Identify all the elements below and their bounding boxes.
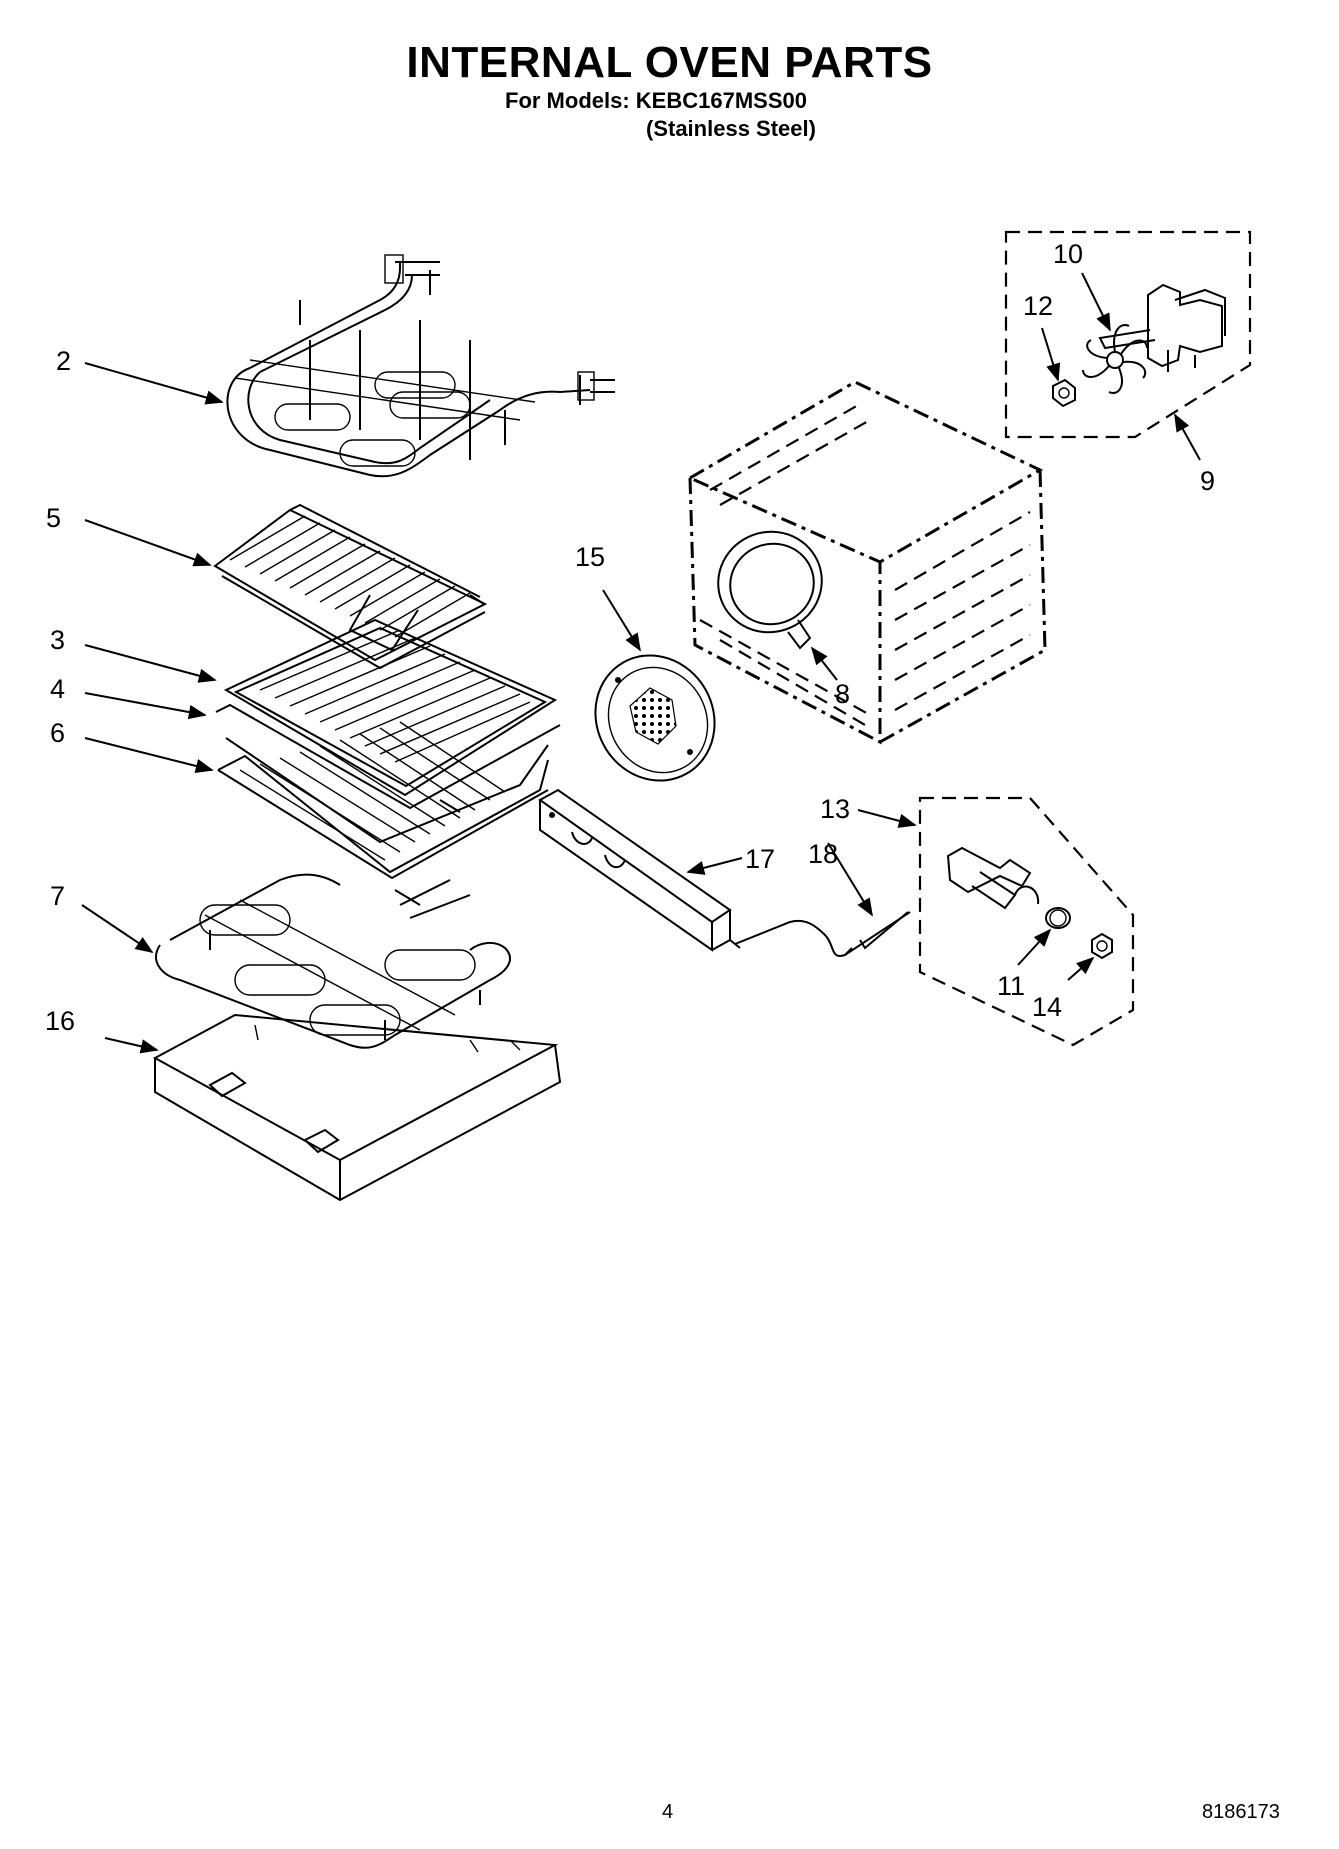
- callout-3: 3: [50, 625, 65, 655]
- models-line: For Models: KEBC167MSS00: [505, 88, 807, 113]
- callout-10: 10: [1053, 239, 1083, 269]
- callout-17: 17: [745, 844, 775, 874]
- bake-element-cover-drawing: [152, 1013, 562, 1202]
- callout-11: 11: [997, 971, 1025, 1001]
- callout-14: 14: [1032, 992, 1062, 1022]
- callout-7: 7: [50, 881, 65, 911]
- fan-assembly-drawing: [1004, 230, 1252, 439]
- callout-12: 12: [1023, 291, 1053, 321]
- document-number: 8186173: [1202, 1801, 1280, 1823]
- callout-6: 6: [50, 718, 65, 748]
- oven-cavity-outline: [686, 380, 1047, 745]
- top-rack-drawing: [213, 503, 488, 670]
- broiler-pan-drawing: [215, 594, 561, 844]
- callout-15: 15: [575, 542, 605, 572]
- page-title: INTERNAL OVEN PARTS: [406, 38, 933, 87]
- light-socket-assembly-drawing: [918, 796, 1135, 1047]
- bake-element-drawing: [155, 873, 511, 1049]
- temperature-sensor-drawing: [729, 911, 911, 957]
- callout-18: 18: [808, 839, 838, 869]
- callout-8: 8: [835, 679, 850, 709]
- callout-5: 5: [46, 503, 61, 533]
- finish-line: (Stainless Steel): [646, 116, 816, 141]
- callout-2: 2: [56, 346, 71, 376]
- callout-4: 4: [50, 674, 65, 704]
- page-number: 4: [662, 1801, 674, 1823]
- callout-numbers: 2 5 3 4 6 7 16 15 8 9 10 12 13 17 18 11 …: [45, 239, 1215, 1036]
- callout-16: 16: [45, 1006, 75, 1036]
- convection-element-drawing: [717, 530, 823, 650]
- oven-rack-drawing: [217, 721, 549, 880]
- leader-lines: [81, 272, 1201, 1054]
- broil-element-drawing: [226, 254, 615, 478]
- callout-9: 9: [1200, 466, 1215, 496]
- callout-13: 13: [820, 794, 850, 824]
- bracket-drawing: [538, 788, 732, 952]
- fan-cover-drawing: [594, 654, 716, 782]
